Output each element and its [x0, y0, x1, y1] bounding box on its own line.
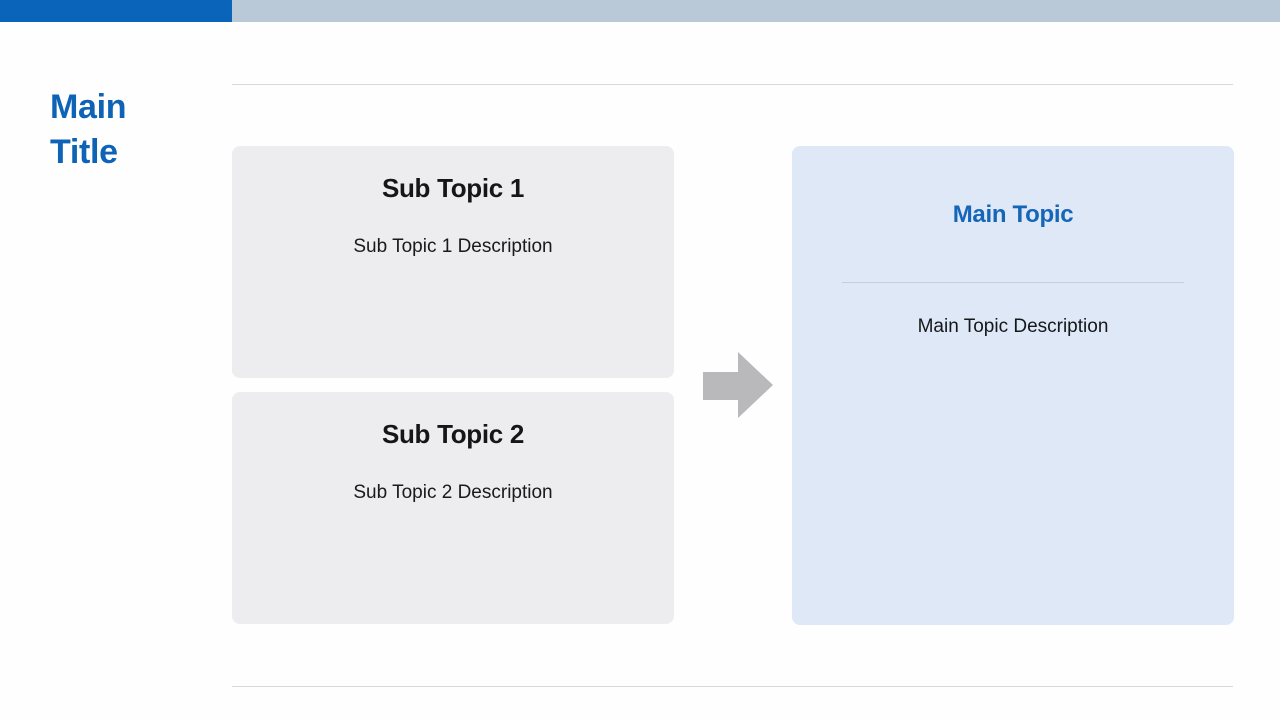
divider-top [232, 84, 1233, 85]
sub-topic-1-description: Sub Topic 1 Description [353, 236, 553, 257]
divider-bottom [232, 686, 1233, 687]
main-topic-description: Main Topic Description [917, 316, 1109, 337]
sub-topic-card-1: Sub Topic 1 Sub Topic 1 Description [232, 146, 674, 378]
sub-topic-2-description: Sub Topic 2 Description [353, 482, 553, 503]
top-bar-accent [0, 0, 232, 22]
page-title: Main Title [50, 88, 127, 171]
sub-topic-card-2: Sub Topic 2 Sub Topic 2 Description [232, 392, 674, 624]
main-topic-title: Main Topic [952, 201, 1074, 228]
arrow-right-icon [703, 352, 773, 418]
sub-topic-1-title: Sub Topic 1 [381, 173, 525, 203]
sub-topic-2-title: Sub Topic 2 [381, 419, 525, 449]
main-topic-card: Main Topic Main Topic Description [792, 146, 1234, 625]
main-topic-card-divider [842, 282, 1184, 283]
top-bar [0, 0, 1280, 22]
